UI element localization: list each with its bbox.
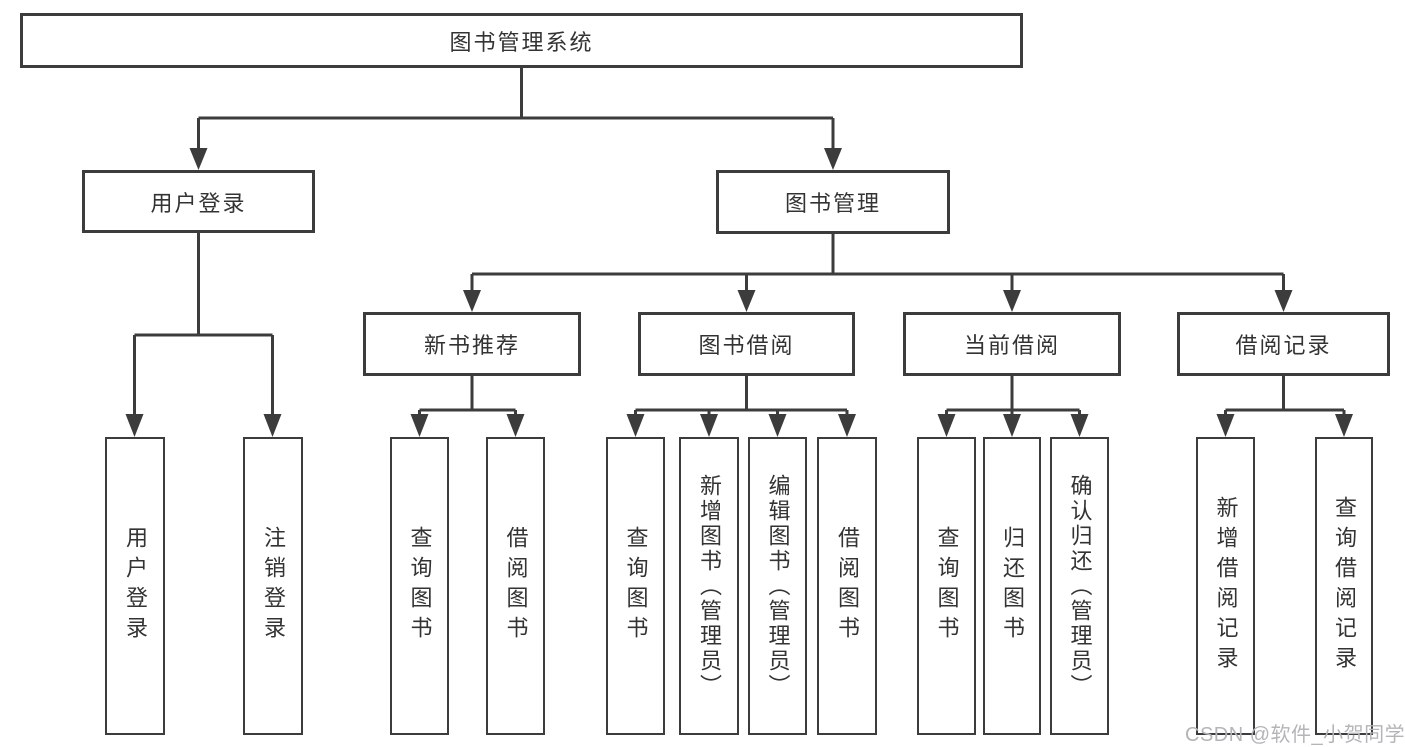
node-current-borrow: 当前借阅 — [903, 312, 1121, 376]
leaf-add-borrow-record: 新增借阅记录 — [1196, 437, 1255, 735]
leaf-return-book: 归还图书 — [983, 437, 1041, 735]
leaf-label: 借阅图书 — [503, 526, 529, 646]
arrow-down-icon — [506, 414, 525, 437]
connector-new-book-to-leaves — [418, 376, 517, 416]
leaf-recommend-borrow-book: 借阅图书 — [486, 437, 545, 735]
leaf-edit-book-admin: 编辑图书（管理员） — [748, 437, 807, 735]
arrow-down-icon — [626, 414, 645, 437]
node-root: 图书管理系统 — [20, 13, 1023, 68]
watermark: CSDN @软件_小贺同学 — [1185, 724, 1405, 746]
leaf-label: 编辑图书（管理员） — [765, 473, 791, 699]
leaf-label: 用户登录 — [123, 526, 148, 646]
arrow-down-icon — [1003, 414, 1021, 437]
arrow-down-icon — [700, 414, 718, 437]
connector-root-to-level2 — [197, 68, 835, 150]
leaf-confirm-return-admin: 确认归还（管理员） — [1050, 437, 1109, 735]
node-user-login: 用户登录 — [82, 170, 315, 233]
node-label: 当前借阅 — [963, 333, 1060, 358]
node-label: 图书管理 — [784, 191, 881, 216]
connector-book-mgmt-to-level3 — [470, 234, 1285, 292]
arrow-down-icon — [768, 414, 787, 437]
arrow-down-icon — [263, 414, 282, 437]
arrow-down-icon — [1003, 290, 1021, 312]
leaf-label: 注销登录 — [261, 526, 286, 646]
connector-records-to-leaves — [1224, 376, 1346, 416]
arrow-down-icon — [125, 414, 144, 437]
arrow-down-icon — [838, 414, 856, 437]
arrow-down-icon — [463, 290, 481, 312]
leaf-label: 查询图书 — [623, 526, 649, 646]
leaf-label: 查询图书 — [407, 526, 433, 646]
arrow-down-icon — [737, 290, 756, 312]
arrow-down-icon — [1216, 414, 1235, 437]
node-label: 借阅记录 — [1235, 333, 1332, 358]
leaf-label: 新增图书（管理员） — [697, 473, 722, 699]
leaf-label: 查询图书 — [934, 526, 960, 646]
leaf-current-query-book: 查询图书 — [917, 437, 976, 735]
node-book-management: 图书管理 — [716, 170, 950, 234]
node-label: 用户登录 — [150, 190, 247, 216]
leaf-logout: 注销登录 — [243, 437, 303, 735]
arrow-down-icon — [189, 148, 208, 170]
leaf-query-borrow-record: 查询借阅记录 — [1315, 437, 1373, 735]
leaf-label: 确认归还（管理员） — [1067, 473, 1093, 699]
leaf-borrow-book: 借阅图书 — [817, 437, 877, 735]
arrow-down-icon — [937, 414, 956, 437]
arrow-down-icon — [1070, 414, 1089, 437]
connector-current-borrow-to-leaves — [945, 376, 1081, 416]
arrow-down-icon — [410, 414, 429, 437]
arrow-down-icon — [824, 148, 842, 170]
leaf-user-login: 用户登录 — [105, 437, 165, 735]
leaf-label: 新增借阅记录 — [1213, 496, 1239, 676]
connector-user-login-to-leaves — [133, 233, 274, 416]
node-book-borrow: 图书借阅 — [638, 312, 855, 376]
node-label: 图书借阅 — [698, 333, 795, 358]
leaf-add-book-admin: 新增图书（管理员） — [679, 437, 739, 735]
arrow-down-icon — [1335, 414, 1353, 437]
node-label: 新书推荐 — [423, 333, 520, 358]
connector-book-borrow-to-leaves — [634, 376, 849, 416]
arrow-down-icon — [1274, 290, 1293, 312]
node-new-book-recommend: 新书推荐 — [363, 312, 581, 376]
leaf-borrow-query-book: 查询图书 — [606, 437, 665, 735]
leaf-recommend-query-book: 查询图书 — [390, 437, 449, 735]
node-label: 图书管理系统 — [449, 29, 594, 55]
leaf-label: 归还图书 — [1000, 526, 1025, 646]
node-borrow-records: 借阅记录 — [1177, 312, 1390, 376]
leaf-label: 查询借阅记录 — [1332, 496, 1357, 676]
leaf-label: 借阅图书 — [835, 526, 860, 646]
